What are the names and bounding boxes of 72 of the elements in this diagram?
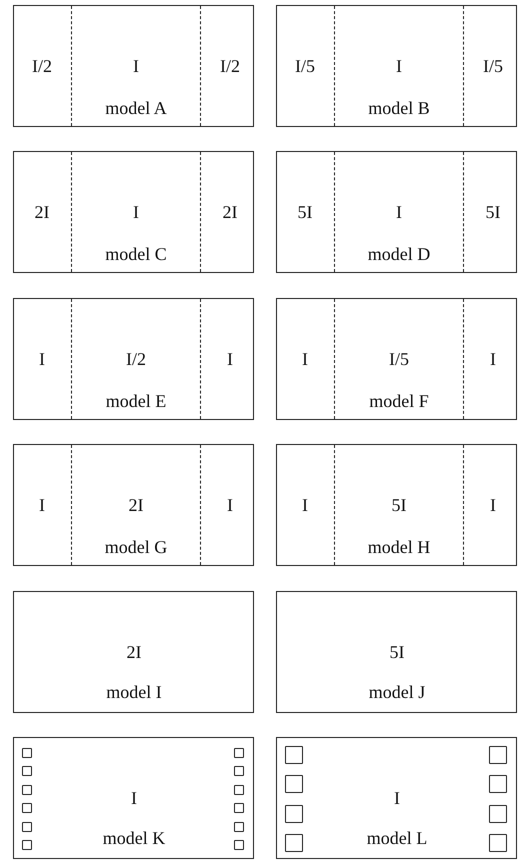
side-value: I (302, 495, 308, 515)
square-marker (22, 822, 32, 832)
square-marker (489, 834, 507, 852)
center-value: I (396, 56, 402, 76)
side-value: I/5 (295, 56, 315, 76)
center-value: I (394, 788, 400, 808)
model-label: model F (369, 391, 429, 411)
square-marker (22, 748, 32, 758)
square-marker (234, 822, 244, 832)
side-value: I/2 (32, 56, 52, 76)
side-value: I (302, 349, 308, 369)
model-label: model I (106, 682, 162, 702)
square-marker (285, 834, 303, 852)
side-value: I (227, 349, 233, 369)
model-panel (276, 444, 517, 566)
side-value: I (490, 349, 496, 369)
square-marker (489, 775, 507, 793)
center-value: I (396, 202, 402, 222)
square-marker (22, 840, 32, 850)
center-value: 2I (126, 642, 142, 662)
model-panel (276, 298, 517, 420)
model-label: model K (102, 828, 166, 848)
side-value: I/2 (220, 56, 240, 76)
model-panel (13, 151, 254, 273)
side-value: I (39, 349, 45, 369)
center-value: I/2 (126, 349, 146, 369)
square-marker (489, 805, 507, 823)
square-marker (285, 746, 303, 764)
square-marker (234, 803, 244, 813)
square-marker (22, 803, 32, 813)
square-marker (234, 766, 244, 776)
square-marker (489, 746, 507, 764)
model-panel (13, 737, 254, 859)
center-value: I/5 (389, 349, 409, 369)
model-panel (276, 151, 517, 273)
model-label: model E (106, 391, 166, 411)
center-value: I (133, 56, 139, 76)
side-value: 5I (298, 202, 312, 222)
model-label: model H (368, 537, 430, 557)
model-label: model L (366, 828, 428, 848)
center-value: I (131, 788, 137, 808)
square-marker (22, 766, 32, 776)
center-value: 2I (128, 495, 144, 515)
square-marker (234, 840, 244, 850)
square-marker (22, 785, 32, 795)
square-marker (234, 785, 244, 795)
side-value: I (39, 495, 45, 515)
square-marker (285, 775, 303, 793)
square-marker (234, 748, 244, 758)
side-value: I (227, 495, 233, 515)
model-panel (276, 591, 517, 713)
center-value: 5I (390, 642, 404, 662)
model-panel (276, 737, 517, 859)
model-panel (13, 298, 254, 420)
side-value: 2I (34, 202, 50, 222)
side-value: 5I (486, 202, 500, 222)
model-label: model C (105, 244, 167, 264)
model-label: model J (368, 682, 426, 702)
model-label: model B (368, 98, 430, 118)
center-value: 5I (392, 495, 406, 515)
model-panel (13, 444, 254, 566)
model-label: model A (105, 98, 167, 118)
square-marker (285, 805, 303, 823)
center-value: I (133, 202, 139, 222)
model-panel (13, 5, 254, 127)
model-label: model D (368, 244, 430, 264)
model-label: model G (104, 537, 168, 557)
model-panel (276, 5, 517, 127)
side-value: 2I (222, 202, 238, 222)
model-panel (13, 591, 254, 713)
side-value: I/5 (483, 56, 503, 76)
side-value: I (490, 495, 496, 515)
